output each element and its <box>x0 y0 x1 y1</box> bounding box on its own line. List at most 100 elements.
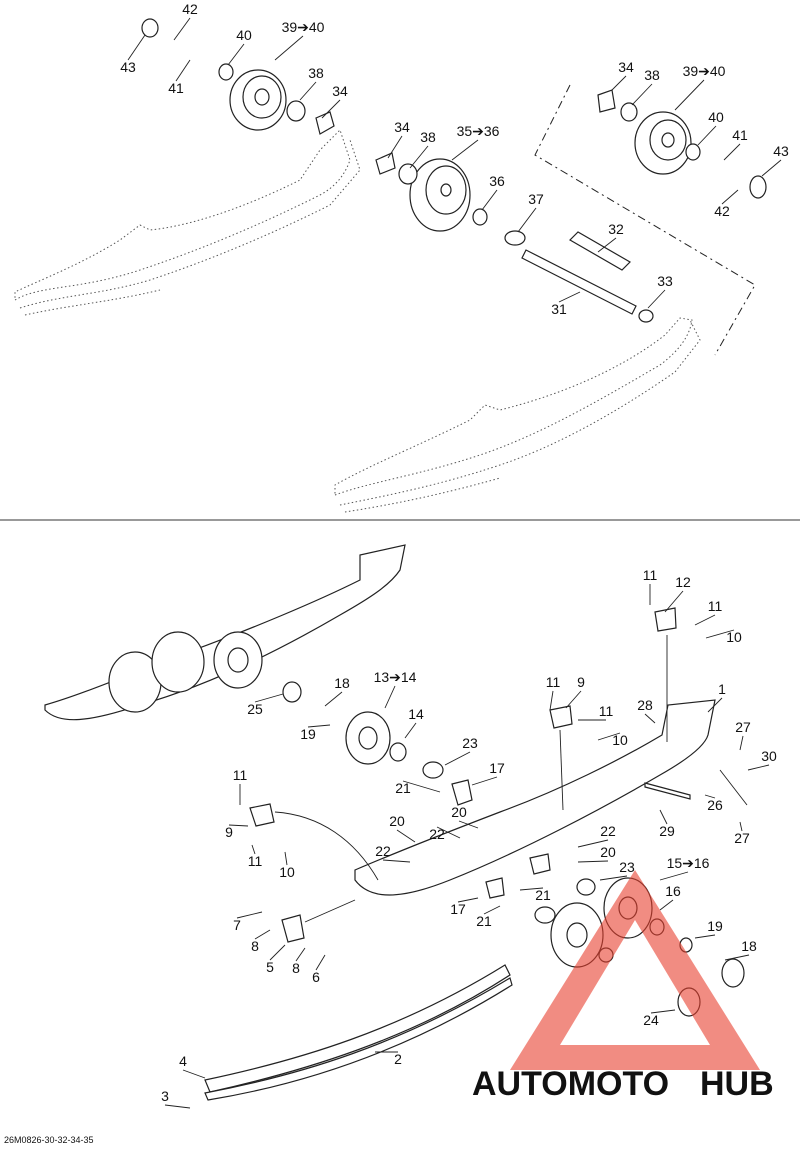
bottom-exploded-rail <box>354 699 716 896</box>
bottom-part-callout: 20 <box>600 844 616 860</box>
bottom-part-callout: 5 <box>266 959 274 975</box>
bottom-part-callout: 11 <box>643 567 658 583</box>
bottom-part-callout: 12 <box>675 574 691 590</box>
top-part-callout: 41 <box>732 127 748 143</box>
leader-line <box>387 135 403 159</box>
bottom-part-callout: 11 <box>546 674 561 690</box>
watermark-triangle-icon <box>510 870 760 1070</box>
bottom-part-callout: 25 <box>247 701 263 717</box>
arrow-leader <box>719 769 748 806</box>
top-part-callout: 31 <box>551 301 567 317</box>
leader-line <box>254 693 284 703</box>
top-part-callout: 35➔36 <box>457 123 500 139</box>
top-dashed-group-box <box>534 84 756 356</box>
leader-line <box>236 911 263 919</box>
arrow-leader <box>274 811 379 881</box>
leader-line <box>382 859 411 863</box>
arrow-leader <box>304 899 356 923</box>
top-part-callout: 43 <box>773 143 789 159</box>
bottom-part-callout: 6 <box>312 969 320 985</box>
bottom-part-callout: 22 <box>429 826 445 842</box>
leader-line <box>694 614 716 626</box>
leader-line <box>517 207 537 233</box>
leader-line <box>577 860 609 863</box>
bottom-part-callout: 20 <box>389 813 405 829</box>
leader-line <box>251 844 256 855</box>
leader-line <box>659 899 674 911</box>
top-part-callout: 39➔40 <box>683 63 726 79</box>
leader-line <box>659 809 668 825</box>
leader-line <box>597 732 621 741</box>
bottom-part-callout: 2 <box>394 1051 402 1067</box>
bottom-part-callout: 9 <box>225 824 233 840</box>
leader-line <box>458 820 479 829</box>
bottom-part-callout: 21 <box>395 780 411 796</box>
leader-line <box>396 829 416 843</box>
top-part-callout: 40 <box>708 109 724 125</box>
top-part-callout: 41 <box>168 80 184 96</box>
leader-line <box>409 145 429 169</box>
leader-line <box>483 905 501 915</box>
leader-line <box>173 17 191 41</box>
bottom-part-callout: 16 <box>665 883 681 899</box>
leader-line <box>697 125 717 146</box>
top-wheel-center <box>409 158 471 232</box>
bottom-part-callout: 23 <box>462 735 478 751</box>
bottom-part-callout: 23 <box>619 859 635 875</box>
bottom-part-callout: 15➔16 <box>667 855 710 871</box>
top-rail-right <box>334 317 701 513</box>
leader-line <box>664 590 684 613</box>
leader-line <box>182 1069 206 1079</box>
top-part-callout: 38 <box>420 129 436 145</box>
bottom-part-callout: 8 <box>251 938 259 954</box>
top-part-callout: 43 <box>120 59 136 75</box>
top-small-parts <box>141 18 767 323</box>
bottom-part-callout: 27 <box>734 830 750 846</box>
top-part-callout: 39➔40 <box>282 19 325 35</box>
top-part-callout: 42 <box>182 1 198 17</box>
leader-line <box>659 871 689 881</box>
bottom-part-callout: 7 <box>233 917 241 933</box>
bottom-part-callout: 11 <box>599 703 614 719</box>
leader-line <box>254 929 271 940</box>
bottom-part-callout: 19 <box>300 726 316 742</box>
leader-line <box>274 35 304 61</box>
leader-line <box>471 776 498 786</box>
leader-line <box>164 1104 191 1109</box>
top-wheel-right <box>634 111 692 175</box>
top-part-callout: 32 <box>608 221 624 237</box>
bottom-part-callout: 17 <box>489 760 505 776</box>
top-part-callout: 34 <box>618 59 634 75</box>
top-part-callout: 42 <box>714 203 730 219</box>
arrow-leader <box>559 729 564 811</box>
leader-line <box>611 75 627 91</box>
top-part-callout: 37 <box>528 191 544 207</box>
bottom-part-callout: 9 <box>577 674 585 690</box>
leader-line <box>127 34 146 61</box>
leader-line <box>444 751 471 766</box>
bottom-part-callout: 17 <box>450 901 466 917</box>
leader-line <box>384 685 396 709</box>
leader-line <box>451 139 479 161</box>
leader-line <box>650 1009 676 1014</box>
bottom-part-callout: 28 <box>637 697 653 713</box>
leader-line <box>647 289 666 309</box>
leader-line <box>457 897 479 903</box>
leader-line <box>694 934 716 939</box>
leader-line <box>402 780 441 793</box>
top-part-callout: 34 <box>332 83 348 99</box>
bottom-assembled-rail <box>44 544 406 721</box>
bottom-part-callout: 24 <box>643 1012 659 1028</box>
leader-line <box>519 887 544 891</box>
leader-line <box>565 690 582 709</box>
leader-line <box>577 839 609 848</box>
bottom-part-callout: 21 <box>476 913 492 929</box>
leader-line <box>631 83 653 106</box>
drawing-code: 26M0826-30-32-34-35 <box>4 1135 94 1145</box>
leader-line <box>315 954 326 971</box>
leader-line <box>321 99 341 119</box>
bottom-part-callout: 29 <box>659 823 675 839</box>
